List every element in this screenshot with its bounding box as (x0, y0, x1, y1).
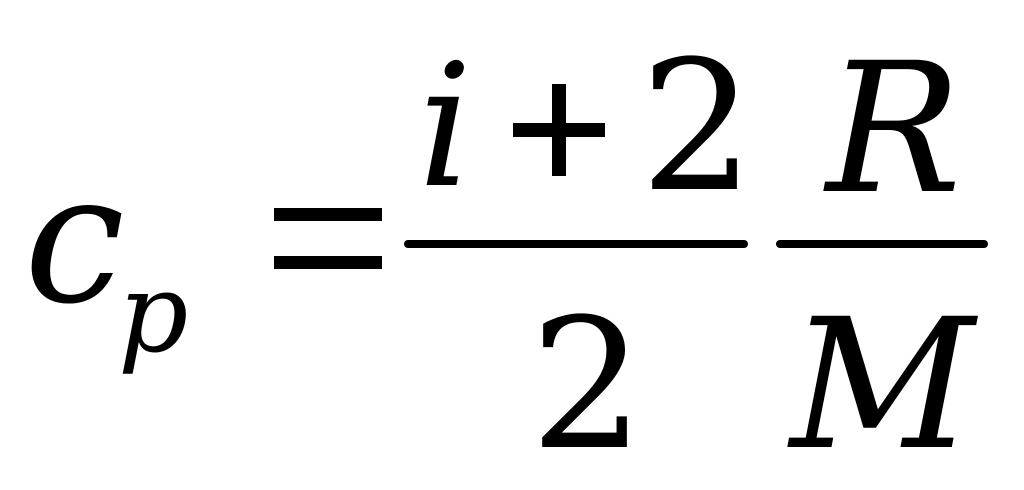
fraction-1-bar (404, 240, 748, 248)
equals-top-bar (274, 208, 382, 221)
numerator-term-i: i (418, 28, 473, 226)
plus-vertical (552, 84, 566, 176)
fraction-2-denominator-M: M (790, 281, 975, 490)
subscript-p: p (118, 249, 189, 377)
fraction-1-denominator: 2 (530, 281, 645, 490)
formula-cp: c p i 2 2 R M (24, 23, 988, 490)
fraction-2-numerator-R: R (826, 25, 962, 234)
fraction-2-bar (776, 240, 988, 248)
equals-bottom-bar (274, 256, 382, 269)
numerator-term-2: 2 (640, 23, 755, 232)
symbol-c: c (24, 135, 125, 344)
